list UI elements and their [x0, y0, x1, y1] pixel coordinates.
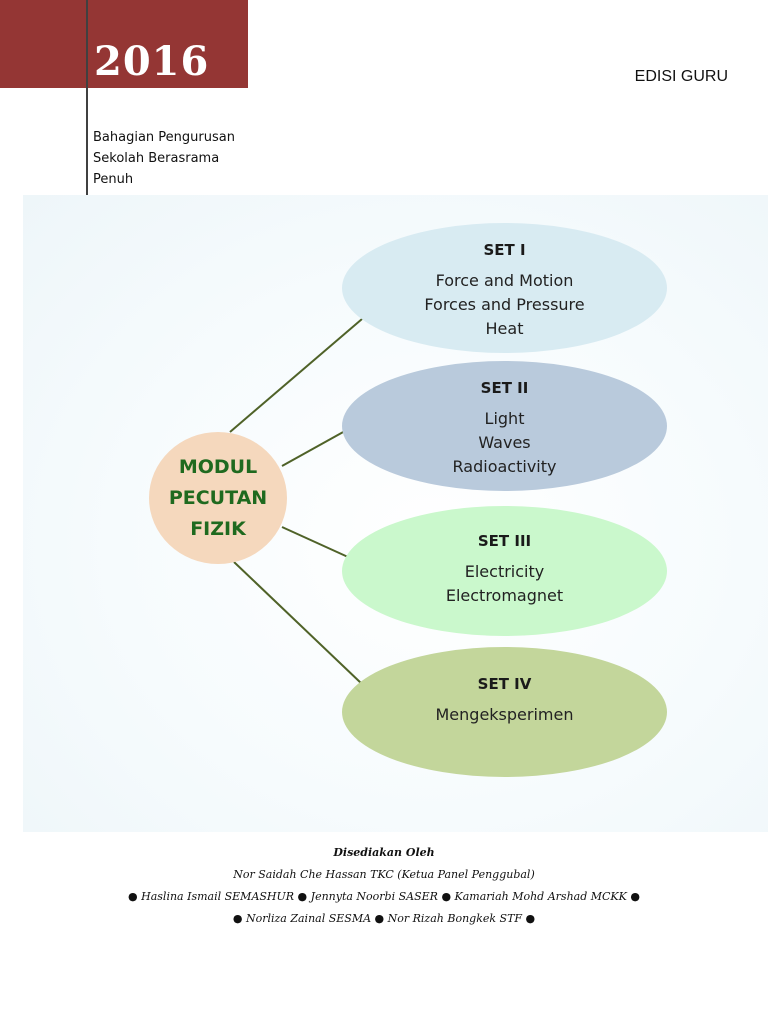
set-title: SET IV: [477, 675, 532, 693]
credits-line: ● Haslina Ismail SEMASHUR ● Jennyta Noor…: [128, 890, 640, 903]
set-title: SET I: [483, 241, 526, 259]
set-topic: Radioactivity: [452, 457, 557, 476]
credits-line: ● Norliza Zainal SESMA ● Nor Rizah Bongk…: [232, 912, 536, 925]
set-topic: Electricity: [464, 562, 545, 581]
set-topic: Light: [484, 409, 525, 428]
year-banner: [0, 0, 248, 88]
department-line: Penuh: [93, 172, 134, 187]
set-topic: Electromagnet: [445, 586, 564, 605]
module-hub: MODUL PECUTAN FIZIK: [149, 432, 287, 564]
credits-line: Nor Saidah Che Hassan TKC (Ketua Panel P…: [233, 868, 535, 881]
year-label: 2016: [94, 38, 210, 85]
set-2-bubble: SET II Light Waves Radioactivity: [342, 361, 667, 491]
connector-set4: [233, 561, 363, 685]
set-topic: Forces and Pressure: [424, 295, 585, 314]
set-topic: Heat: [485, 319, 524, 338]
credits-heading: Disediakan Oleh: [333, 846, 435, 859]
connector-set3: [281, 526, 349, 558]
set-4-bubble: SET IV Mengeksperimen: [342, 647, 667, 777]
edition-label: EDISI GURU: [634, 68, 728, 85]
connector-set2: [281, 430, 346, 467]
set-topic: Force and Motion: [435, 271, 574, 290]
set-title: SET II: [480, 379, 529, 397]
set-topic: Mengeksperimen: [435, 705, 574, 724]
hub-line: MODUL: [178, 455, 258, 478]
department-line: Sekolah Berasrama: [93, 151, 220, 166]
header-divider: [86, 0, 88, 195]
set-topic: Waves: [478, 433, 531, 452]
set-title: SET III: [477, 532, 532, 550]
connector-set1: [229, 318, 363, 433]
hub-line: PECUTAN: [168, 486, 268, 509]
set-1-bubble: SET I Force and Motion Forces and Pressu…: [342, 223, 667, 353]
set-3-bubble: SET III Electricity Electromagnet: [342, 506, 667, 636]
hub-line: FIZIK: [190, 517, 246, 540]
credits-block: Disediakan Oleh Nor Saidah Che Hassan TK…: [0, 842, 768, 930]
department-line: Bahagian Pengurusan: [93, 130, 235, 145]
department-name: Bahagian Pengurusan Sekolah Berasrama Pe…: [93, 127, 253, 190]
